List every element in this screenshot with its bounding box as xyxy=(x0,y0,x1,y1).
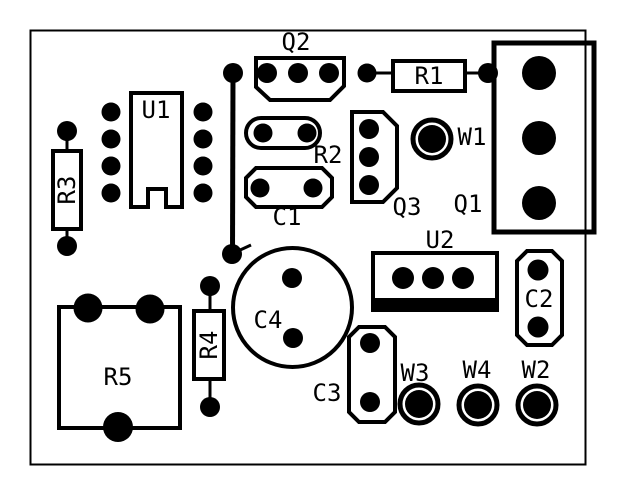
pad xyxy=(297,123,317,143)
pad xyxy=(193,129,213,149)
pad xyxy=(250,178,270,198)
pad xyxy=(357,63,377,83)
pad xyxy=(392,267,414,289)
pad xyxy=(101,183,121,203)
component-q2: Q2 xyxy=(254,28,346,102)
r3-label: R3 xyxy=(53,176,81,205)
pad xyxy=(193,156,213,176)
r5-label: R5 xyxy=(104,363,133,391)
pad xyxy=(359,147,379,167)
u1-body xyxy=(129,91,184,209)
q1-label: Q1 xyxy=(454,190,483,218)
component-w3: W3 xyxy=(397,359,441,426)
component-r1: R1 xyxy=(357,59,498,93)
component-q3: Q3 xyxy=(350,110,422,221)
pad xyxy=(418,125,446,153)
pad xyxy=(422,267,444,289)
pad xyxy=(522,56,556,90)
q1-body xyxy=(491,40,597,235)
pad xyxy=(135,294,165,324)
component-c1: C1 xyxy=(244,166,334,231)
pad xyxy=(200,397,220,417)
pad xyxy=(101,156,121,176)
component-q1: Q1 xyxy=(454,40,597,235)
r4-body xyxy=(192,309,226,381)
component-r4: R4 xyxy=(192,276,226,417)
pad xyxy=(527,259,549,281)
trace-line xyxy=(230,72,236,255)
component-c2: C2 xyxy=(515,249,564,347)
r1-body xyxy=(391,59,467,93)
w2-label: W2 xyxy=(522,356,551,384)
u2-bottom-bar xyxy=(373,298,497,310)
pad xyxy=(200,276,220,296)
q3-label: Q3 xyxy=(393,193,422,221)
w4-label: W4 xyxy=(463,356,492,384)
component-w2: W2 xyxy=(515,356,559,427)
pad xyxy=(57,236,77,256)
pad xyxy=(522,186,556,220)
w4-ring xyxy=(456,383,500,427)
pad xyxy=(257,63,277,83)
component-r2: R2 xyxy=(244,116,343,169)
c1-label: C1 xyxy=(273,203,302,231)
c2-label: C2 xyxy=(525,285,554,313)
component-r3: R3 xyxy=(51,121,83,256)
pad xyxy=(222,244,242,264)
pad xyxy=(103,412,133,442)
pad xyxy=(73,293,103,323)
c3-label: C3 xyxy=(313,379,342,407)
pad xyxy=(283,328,303,348)
c4-label: C4 xyxy=(254,306,283,334)
pad xyxy=(288,63,308,83)
pad xyxy=(359,175,379,195)
w3-ring xyxy=(397,382,441,426)
pad xyxy=(405,390,433,418)
pad xyxy=(360,392,380,412)
pad xyxy=(527,316,549,338)
component-w1: W1 xyxy=(410,117,487,161)
pad xyxy=(464,391,492,419)
q2-label: Q2 xyxy=(282,28,311,56)
r1-label: R1 xyxy=(415,62,444,90)
pad xyxy=(523,391,551,419)
pad xyxy=(360,333,380,353)
pad xyxy=(253,123,273,143)
w1-ring xyxy=(410,117,454,161)
c2-body xyxy=(515,249,564,347)
r3-body xyxy=(51,149,83,231)
component-jumper-trace xyxy=(222,63,252,264)
w2-ring xyxy=(515,383,559,427)
pad xyxy=(303,178,323,198)
c4-body xyxy=(231,246,354,369)
pad xyxy=(101,102,121,122)
pad xyxy=(223,63,243,83)
w1-label: W1 xyxy=(458,123,487,151)
pad xyxy=(282,268,302,288)
w3-label: W3 xyxy=(401,359,430,387)
u2-label: U2 xyxy=(426,226,455,254)
component-u1: U1 xyxy=(101,91,213,209)
pad xyxy=(101,129,121,149)
component-u2: U2 xyxy=(371,226,499,312)
r4-label: R4 xyxy=(195,331,223,360)
pad xyxy=(359,119,379,139)
component-c3: C3 xyxy=(313,325,397,424)
component-w4: W4 xyxy=(456,356,500,427)
pad xyxy=(193,183,213,203)
u1-label: U1 xyxy=(142,96,171,124)
pad xyxy=(452,267,474,289)
c1-body xyxy=(244,166,334,209)
pad xyxy=(193,102,213,122)
c3-body xyxy=(347,325,397,424)
pad xyxy=(522,121,556,155)
r2-label: R2 xyxy=(314,141,343,169)
pad xyxy=(57,121,77,141)
pad xyxy=(319,63,339,83)
component-r5: R5 xyxy=(57,293,182,442)
component-c4: C4 xyxy=(231,246,354,369)
